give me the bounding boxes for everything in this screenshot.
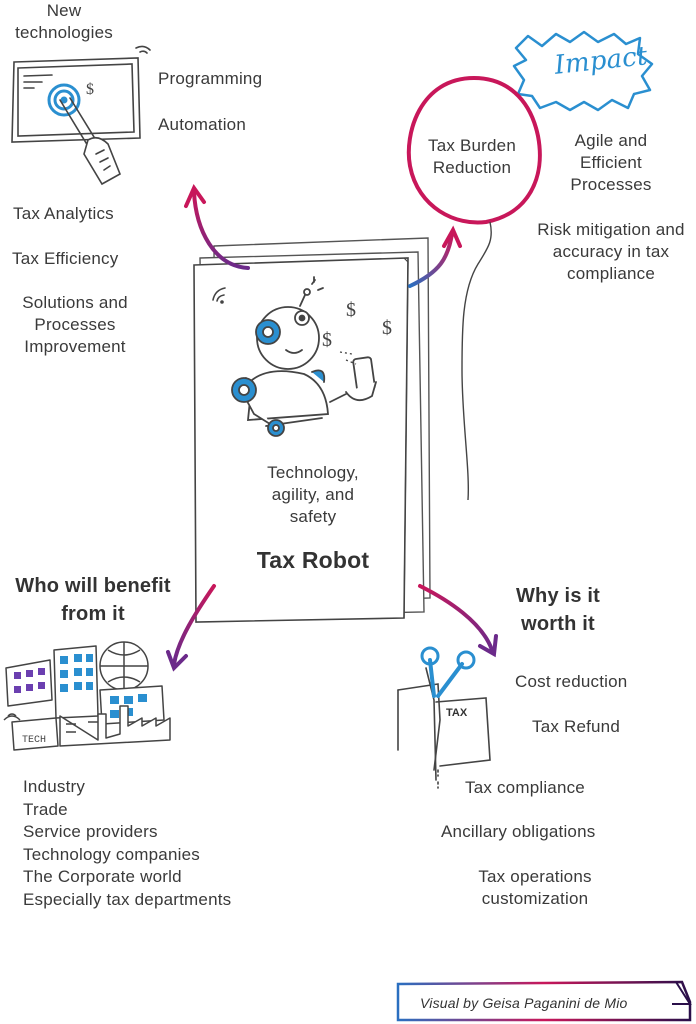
automation-label: Automation [158,115,246,134]
credit-box [396,980,692,1022]
touchscreen-icon: $ [11,45,151,186]
cost-reduction-label: Cost reduction [515,672,628,691]
list-item: Industry [23,777,86,796]
technology-agility-label: Technology, agility, and safety [267,463,359,526]
tech-sign: TECH [22,735,46,746]
solutions-processes-label: Solutions and Processes Improvement [22,293,128,356]
arrow-up-right [408,225,462,288]
credit-text: Visual by Geisa Paganini de Mio [420,995,628,1011]
risk-mitigation-label: Risk mitigation and accuracy in tax comp… [537,220,685,283]
tax-efficiency-label: Tax Efficiency [12,249,119,268]
programming-label: Programming [158,69,263,88]
wifi-icon [212,287,226,304]
tax-operations-label: Tax operations customization [478,867,592,908]
who-will-benefit-heading: Who will benefit from it [15,575,171,625]
arrow-up-left [184,183,250,270]
list-item: Technology companies [23,844,200,864]
list-item: Especially tax departments [23,889,232,909]
tax-robot-title: Tax Robot [256,547,370,573]
tax-refund-label: Tax Refund [532,717,620,736]
balloon-icon [406,75,542,501]
tax-sign: TAX [446,707,468,719]
list-item: Service providers [23,822,158,841]
svg-text:$: $ [382,317,392,339]
svg-text:$: $ [346,299,356,321]
robot-icon [231,276,377,437]
agile-processes-label: Agile and Efficient Processes [570,131,652,194]
list-item: The Corporate world [23,867,182,886]
scissors-icon [397,646,491,789]
svg-text:$: $ [322,329,332,351]
tax-compliance-label: Tax compliance [465,778,585,797]
buildings-icon [3,641,171,751]
arrow-down-left [166,584,216,672]
impact-badge-shape [512,30,654,112]
dollar-icons: $ $ $ [322,299,392,351]
arrow-down-right [418,584,498,658]
new-technologies-heading: New technologies [15,1,113,42]
ancillary-obligations-label: Ancillary obligations [441,822,596,841]
beneficiaries-list: Industry Trade Service providers Technol… [23,776,293,911]
why-worth-it-heading: Why is it worth it [515,585,601,635]
balloon-label: Tax Burden Reduction [428,136,516,177]
tax-analytics-label: Tax Analytics [13,204,114,223]
list-item: Trade [23,799,68,819]
svg-text:$: $ [86,81,94,98]
